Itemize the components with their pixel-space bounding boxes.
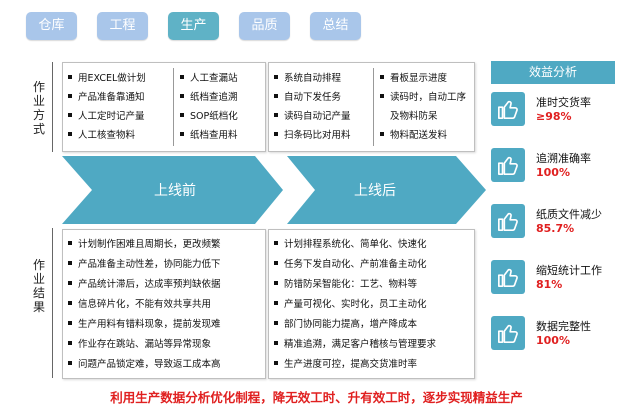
- list-item: 生产进度可控，提高交货准时率: [273, 355, 436, 375]
- list-item: 纸档查追溯: [179, 88, 238, 107]
- benefit-analysis-header: 效益分析: [491, 61, 615, 84]
- list-item: 纸档查用料: [179, 126, 238, 145]
- benefit-name: 数据完整性: [536, 320, 591, 333]
- benefit-name: 纸质文件减少: [536, 208, 602, 221]
- list-item: 防错防呆智能化：工艺、物料等: [273, 275, 436, 295]
- thumbs-up-icon: [491, 316, 525, 350]
- list-item: 人工查漏站: [179, 69, 238, 88]
- benefit-value: 100%: [536, 166, 570, 179]
- thumbs-up-icon: [491, 204, 525, 238]
- arrow-after: [287, 156, 486, 224]
- list-item: 生产用料有错料现象，提前发现难: [67, 315, 221, 335]
- list-item: 问题产品锁定难，导致返工成本高: [67, 355, 221, 375]
- thumbs-up-icon: [491, 148, 525, 182]
- list-item: 信息碎片化，不能有效共享共用: [67, 295, 221, 315]
- list-item: 人工核查物料: [67, 126, 146, 145]
- work-mode-label: 作业方式: [32, 80, 45, 136]
- after-work-mode-box: 系统自动排程自动下发任务读码自动记产量扫条码比对用料 看板显示进度读码时，自动工…: [268, 62, 475, 152]
- list-item: 扫条码比对用料: [273, 126, 351, 145]
- list-item: 物料配送发料: [379, 126, 471, 145]
- list-item: 用EXCEL做计划: [67, 69, 146, 88]
- benefit-name: 追溯准确率: [536, 152, 591, 165]
- tab-summary[interactable]: 总结: [310, 12, 361, 40]
- arrow-before-label: 上线前: [154, 183, 196, 199]
- list-item: 作业存在跳站、漏站等异常现象: [67, 335, 221, 355]
- benefit-value: 81%: [536, 278, 563, 291]
- list-item: 产品准备主动性差，协同能力低下: [67, 255, 221, 275]
- before-result-list: 计划制作困难且周期长，更改频繁产品准备主动性差，协同能力低下产品统计滞后，达成率…: [67, 235, 221, 375]
- list-item: SOP纸档化: [179, 107, 238, 126]
- list-item: 人工定时记产量: [67, 107, 146, 126]
- thumbs-up-icon: [491, 92, 525, 126]
- tab-warehouse[interactable]: 仓库: [26, 12, 77, 40]
- benefit-value: 100%: [536, 334, 570, 347]
- before-mode-list-1: 用EXCEL做计划产品准备靠通知人工定时记产量人工核查物料: [67, 69, 146, 145]
- list-item: 部门协同能力提高，增产降成本: [273, 315, 436, 335]
- tab-engineering[interactable]: 工程: [97, 12, 148, 40]
- arrow-after-label: 上线后: [354, 183, 396, 199]
- before-result-box: 计划制作困难且周期长，更改频繁产品准备主动性差，协同能力低下产品统计滞后，达成率…: [62, 229, 266, 379]
- after-mode-list-1: 系统自动排程自动下发任务读码自动记产量扫条码比对用料: [273, 69, 351, 145]
- work-result-label: 作业结果: [32, 258, 45, 314]
- before-work-mode-box: 用EXCEL做计划产品准备靠通知人工定时记产量人工核查物料 人工查漏站纸档查追溯…: [62, 62, 266, 152]
- benefit-name: 准时交货率: [536, 96, 591, 109]
- list-item: 系统自动排程: [273, 69, 351, 88]
- list-item: 产量可视化、实时化，员工主动化: [273, 295, 436, 315]
- list-item: 看板显示进度: [379, 69, 471, 88]
- benefit-value: ≥98%: [536, 110, 572, 123]
- list-item: 读码自动记产量: [273, 107, 351, 126]
- work-mode-divider: [52, 62, 53, 152]
- list-item: 产品统计滞后，达成率预判缺依据: [67, 275, 221, 295]
- after-mode-list-2: 看板显示进度读码时，自动工序及物料防呆物料配送发料: [379, 69, 471, 145]
- arrow-before: [62, 156, 283, 224]
- after-result-box: 计划排程系统化、简单化、快速化任务下发自动化、产前准备主动化防错防呆智能化：工艺…: [268, 229, 475, 379]
- list-item: 计划制作困难且周期长，更改频繁: [67, 235, 221, 255]
- work-result-divider: [52, 228, 53, 378]
- footer-slogan: 利用生产数据分析优化制程，降无效工时、升有效工时，逐步实现精益生产: [110, 390, 523, 405]
- list-item: 产品准备靠通知: [67, 88, 146, 107]
- benefit-name: 缩短统计工作: [536, 264, 602, 277]
- list-item: 读码时，自动工序及物料防呆: [379, 88, 471, 126]
- tab-quality[interactable]: 品质: [239, 12, 290, 40]
- list-item: 自动下发任务: [273, 88, 351, 107]
- after-result-list: 计划排程系统化、简单化、快速化任务下发自动化、产前准备主动化防错防呆智能化：工艺…: [273, 235, 436, 375]
- thumbs-up-icon: [491, 260, 525, 294]
- list-item: 计划排程系统化、简单化、快速化: [273, 235, 436, 255]
- list-item: 精准追溯，满足客户稽核与管理要求: [273, 335, 436, 355]
- tab-production[interactable]: 生产: [168, 12, 219, 40]
- benefit-value: 85.7%: [536, 222, 575, 235]
- list-item: 任务下发自动化、产前准备主动化: [273, 255, 436, 275]
